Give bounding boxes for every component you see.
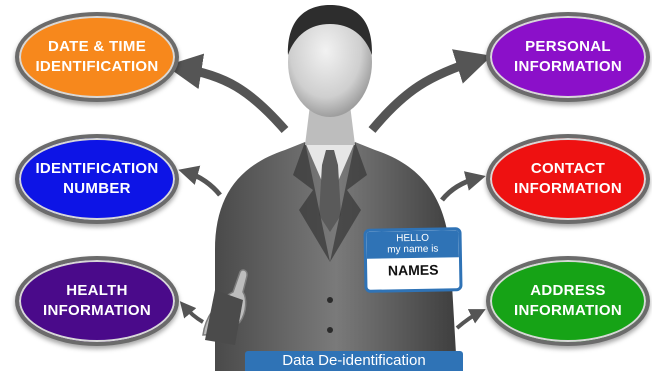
arrow-to-idnum (178, 165, 222, 197)
suit-jacket (215, 142, 457, 371)
health-information-ellipse: HEALTH INFORMATION (15, 256, 179, 346)
left-lapel (293, 142, 330, 262)
arrow-to-address (455, 309, 486, 330)
jacket-button (327, 297, 333, 303)
address-information-ellipse: ADDRESS INFORMATION (486, 256, 650, 346)
arrow-to-health (179, 301, 205, 324)
businessman-figure (202, 5, 457, 371)
name-tag-my-name-is: my name is (387, 243, 439, 256)
arrow-to-datetime (165, 53, 289, 133)
date-time-identification-ellipse: DATE & TIME IDENTIFICATION (15, 12, 179, 102)
right-lapel (330, 142, 367, 262)
tie (319, 150, 341, 232)
contact-information-ellipse: CONTACT INFORMATION (486, 134, 650, 224)
neck (305, 105, 355, 145)
identification-number-ellipse: IDENTIFICATION NUMBER (15, 134, 179, 224)
faceless-head (288, 7, 372, 117)
jacket-button (327, 327, 333, 333)
arrow-to-personal (368, 49, 492, 133)
sleeve (205, 290, 243, 345)
diagram-caption: Data De-identification (245, 351, 463, 371)
hair (287, 5, 373, 55)
name-tag-name: NAMES (387, 261, 439, 279)
arrow-to-contact (440, 171, 486, 202)
personal-information-ellipse: PERSONAL INFORMATION (486, 12, 650, 102)
name-tag-header: HELLO my name is (366, 230, 459, 259)
name-tag: HELLO my name is NAMES (363, 227, 463, 293)
